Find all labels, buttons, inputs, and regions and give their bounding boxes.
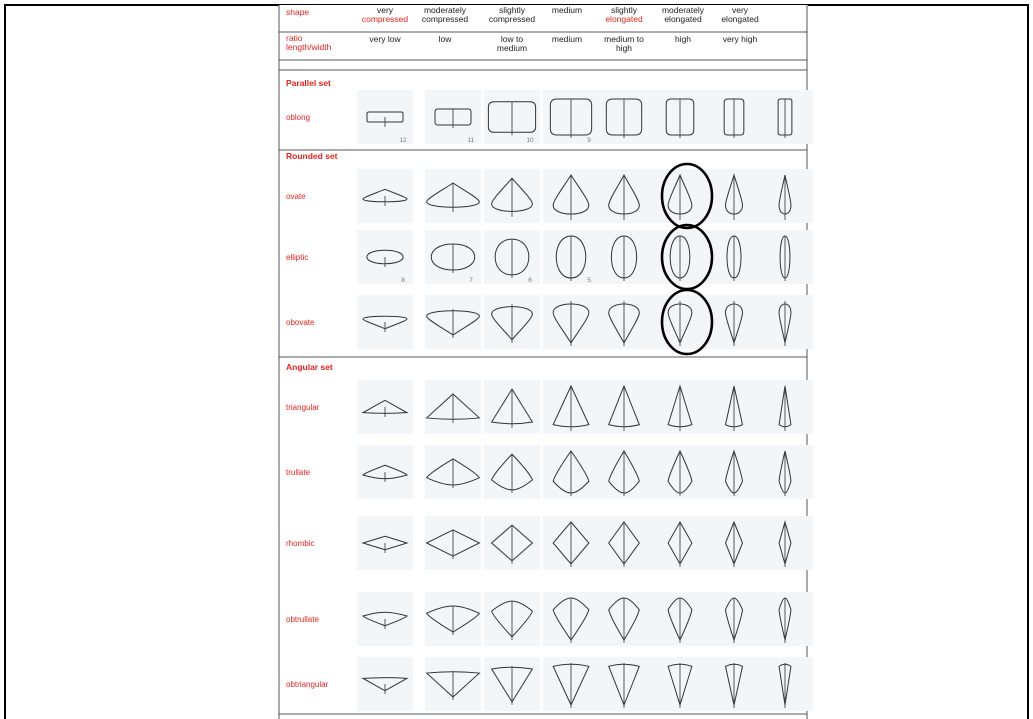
shape-header-label: shape xyxy=(286,7,309,17)
row-label: rhombic xyxy=(286,539,314,548)
ratio-class-label: very high xyxy=(723,34,758,44)
ratio-class-label: medium xyxy=(497,43,527,53)
row-label: ovate xyxy=(286,192,306,201)
ratio-class-label: high xyxy=(616,43,632,53)
figure-number: 8 xyxy=(401,277,405,284)
shape-class-label: elongated xyxy=(605,14,643,24)
row-label: trullate xyxy=(286,468,311,477)
ratio-header-label-2: length/width xyxy=(286,42,332,52)
figure-number: 6 xyxy=(528,277,532,284)
ratio-class-label: high xyxy=(675,34,691,44)
set-title: Angular set xyxy=(286,362,333,372)
ratio-class-label: medium xyxy=(552,34,582,44)
figure-number: 5 xyxy=(587,277,591,284)
row-label: oblong xyxy=(286,113,310,122)
set-title: Rounded set xyxy=(286,151,338,161)
figure-number: 11 xyxy=(468,137,475,144)
shape-class-label: compressed xyxy=(489,14,536,24)
shape-class-label: compressed xyxy=(362,14,409,24)
row-label: obtrullate xyxy=(286,615,319,624)
row-label: triangular xyxy=(286,403,320,412)
row-label: elliptic xyxy=(286,253,308,262)
shape-class-label: medium xyxy=(552,5,582,15)
shape-class-label: compressed xyxy=(422,14,469,24)
ratio-class-label: low xyxy=(439,34,453,44)
shape-class-label: elongated xyxy=(721,14,759,24)
row-label: obovate xyxy=(286,318,315,327)
shape-class-label: elongated xyxy=(664,14,702,24)
figure-number: 9 xyxy=(587,137,591,144)
ratio-class-label: very low xyxy=(369,34,401,44)
row-label: obtriangular xyxy=(286,680,329,689)
set-title: Parallel set xyxy=(286,78,331,88)
figure-number: 10 xyxy=(526,137,534,144)
figure-number: 12 xyxy=(399,137,407,144)
figure-number: 7 xyxy=(469,277,473,284)
